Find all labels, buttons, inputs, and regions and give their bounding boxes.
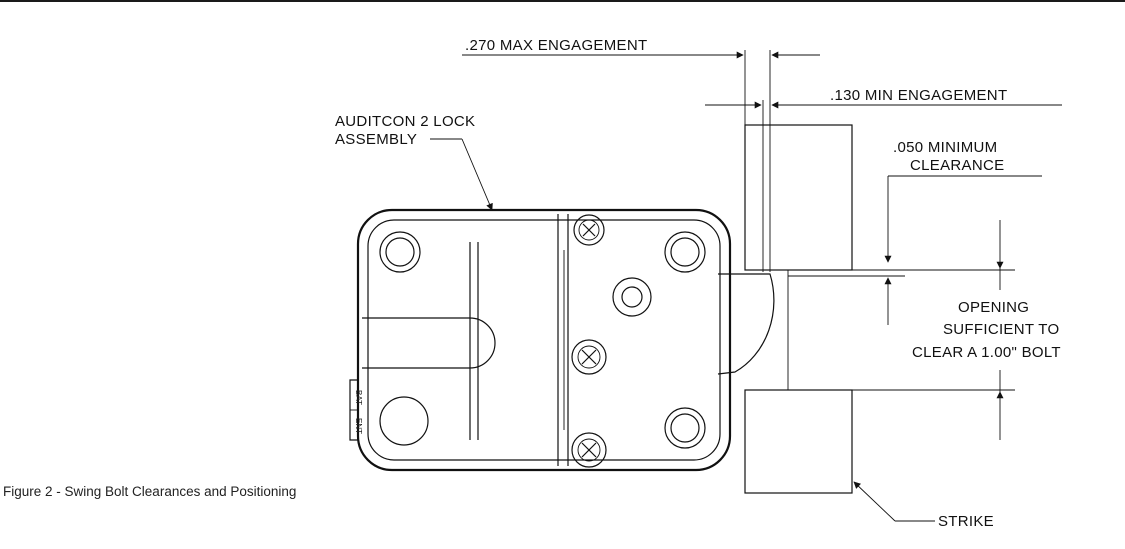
battery-compartment: [379, 396, 429, 446]
max-engagement-label: .270 MAX ENGAGEMENT: [465, 37, 647, 54]
screw-top-icon: [573, 214, 605, 246]
top-rule: [0, 0, 1125, 2]
handle-lever: [362, 317, 496, 369]
min-engagement-label: .130 MIN ENGAGEMENT: [830, 87, 1007, 104]
strike-label: STRIKE: [938, 513, 994, 530]
opening-label-line3: CLEAR A 1.00" BOLT: [912, 344, 1061, 361]
opening-label-line2: SUFFICIENT TO: [943, 321, 1059, 338]
min-clearance-label-line1: .050 MINIMUM: [893, 139, 997, 156]
figure-caption: Figure 2 - Swing Bolt Clearances and Pos…: [3, 484, 297, 499]
center-boss: [612, 277, 652, 317]
screw-middle-icon: [571, 339, 607, 375]
mounting-hole-top-left: [379, 231, 421, 273]
lock-assembly-leader: [430, 138, 493, 211]
mounting-hole-top-right: [664, 231, 706, 273]
side-tab: [349, 379, 358, 441]
lock-assembly-label-line1: AUDITCON 2 LOCK: [335, 113, 475, 130]
ent-label: ENT: [354, 418, 363, 434]
opening-label-line1: OPENING: [958, 299, 1029, 316]
strike-plate: [744, 50, 853, 494]
swing-bolt: [717, 273, 775, 375]
lock-body: [356, 208, 732, 472]
mounting-hole-bottom-right: [664, 407, 706, 449]
min-clearance-label-line2: CLEARANCE: [910, 157, 1004, 174]
opening-dimension: [852, 220, 1015, 440]
bat-label: BAT: [354, 390, 363, 405]
screw-bottom-icon: [571, 432, 607, 468]
lock-assembly-label-line2: ASSEMBLY: [335, 131, 417, 148]
strike-leader: [853, 481, 935, 522]
